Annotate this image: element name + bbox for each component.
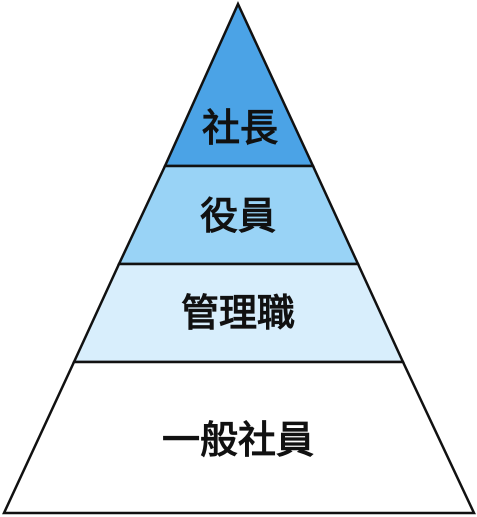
tier-4-shape: [2, 360, 476, 515]
tier-4-label: 一般社員: [162, 418, 314, 462]
tier-3-label: 管理職: [181, 291, 295, 335]
tier-1-label: 社長: [202, 106, 279, 150]
tier-2-label: 役員: [200, 194, 276, 238]
